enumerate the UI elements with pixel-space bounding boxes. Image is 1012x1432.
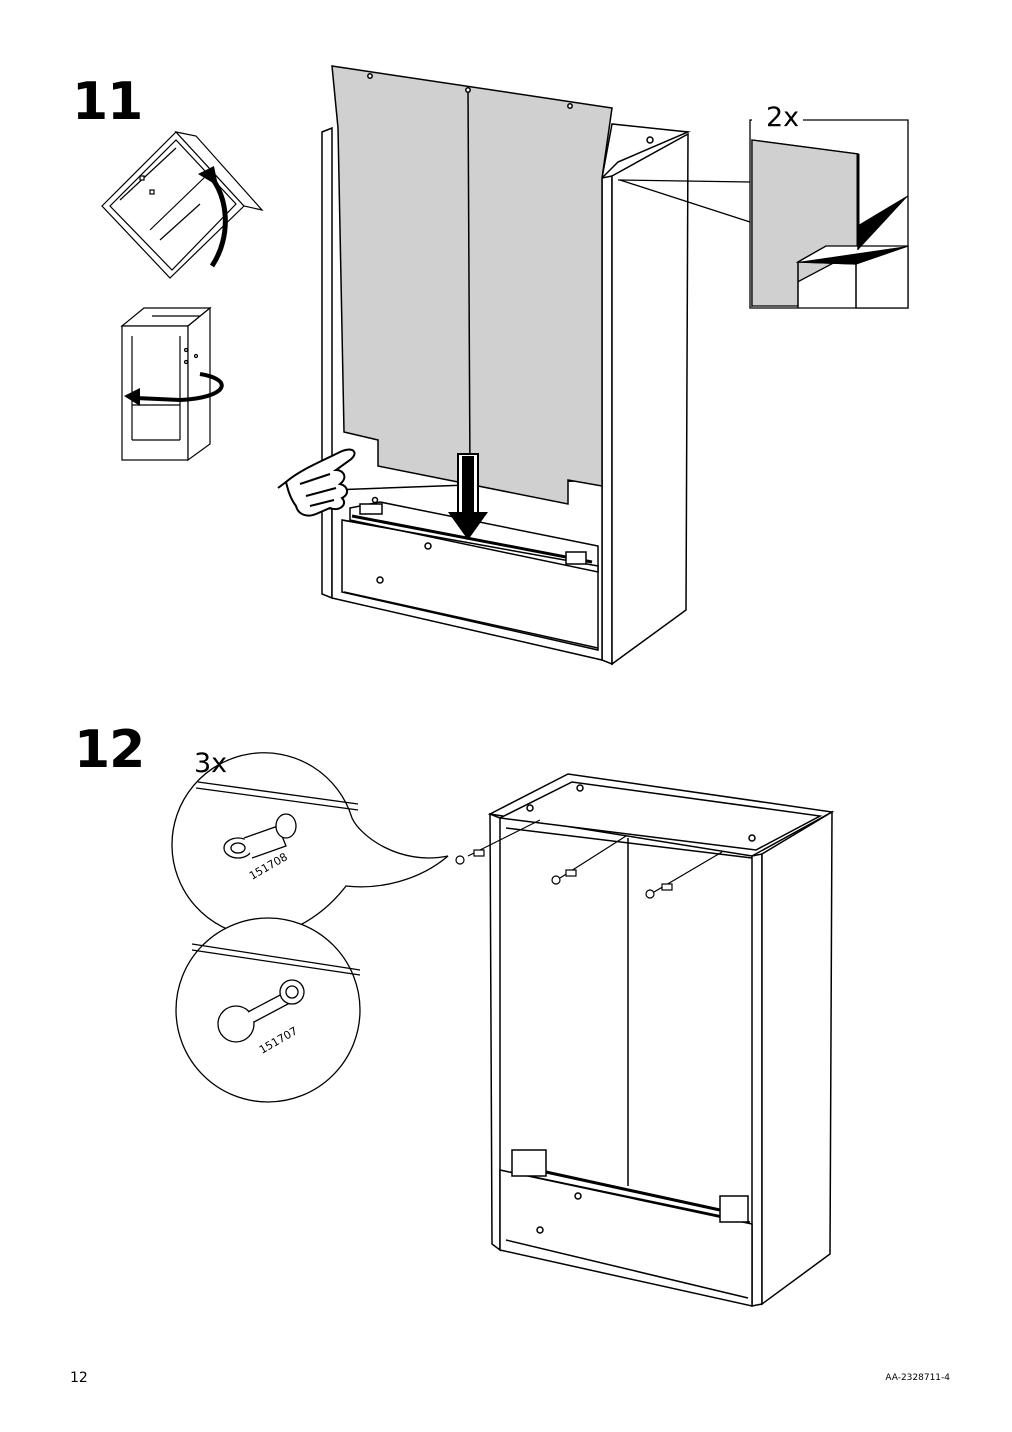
step-11-number: 11 xyxy=(72,72,143,132)
down-arrow-icon xyxy=(448,453,488,540)
shelf-pegs xyxy=(455,819,723,899)
cabinet-upright-thumbnail xyxy=(120,306,212,462)
turn-arrow-head xyxy=(124,388,140,406)
page-number: 12 xyxy=(70,1370,88,1386)
turn-arrow-icon xyxy=(135,372,224,403)
press-hand-icon xyxy=(277,448,356,517)
cabinet-main-step11 xyxy=(321,123,691,666)
peg-detail-circle-2 xyxy=(175,917,361,1103)
step-12-number: 12 xyxy=(74,720,145,780)
document-code: AA-2328711-4 xyxy=(885,1373,950,1383)
peg-detail-circle-1 xyxy=(171,752,449,938)
back-panel-step11 xyxy=(331,65,613,505)
corner-detail-callout xyxy=(617,119,909,309)
quantity-2x-label: 2x xyxy=(762,104,804,131)
cabinet-tilted-thumbnail xyxy=(101,131,264,279)
rotate-arrow-head xyxy=(198,166,218,186)
cabinet-main-step12 xyxy=(487,773,835,1307)
quantity-3x-label: 3x xyxy=(194,748,228,779)
